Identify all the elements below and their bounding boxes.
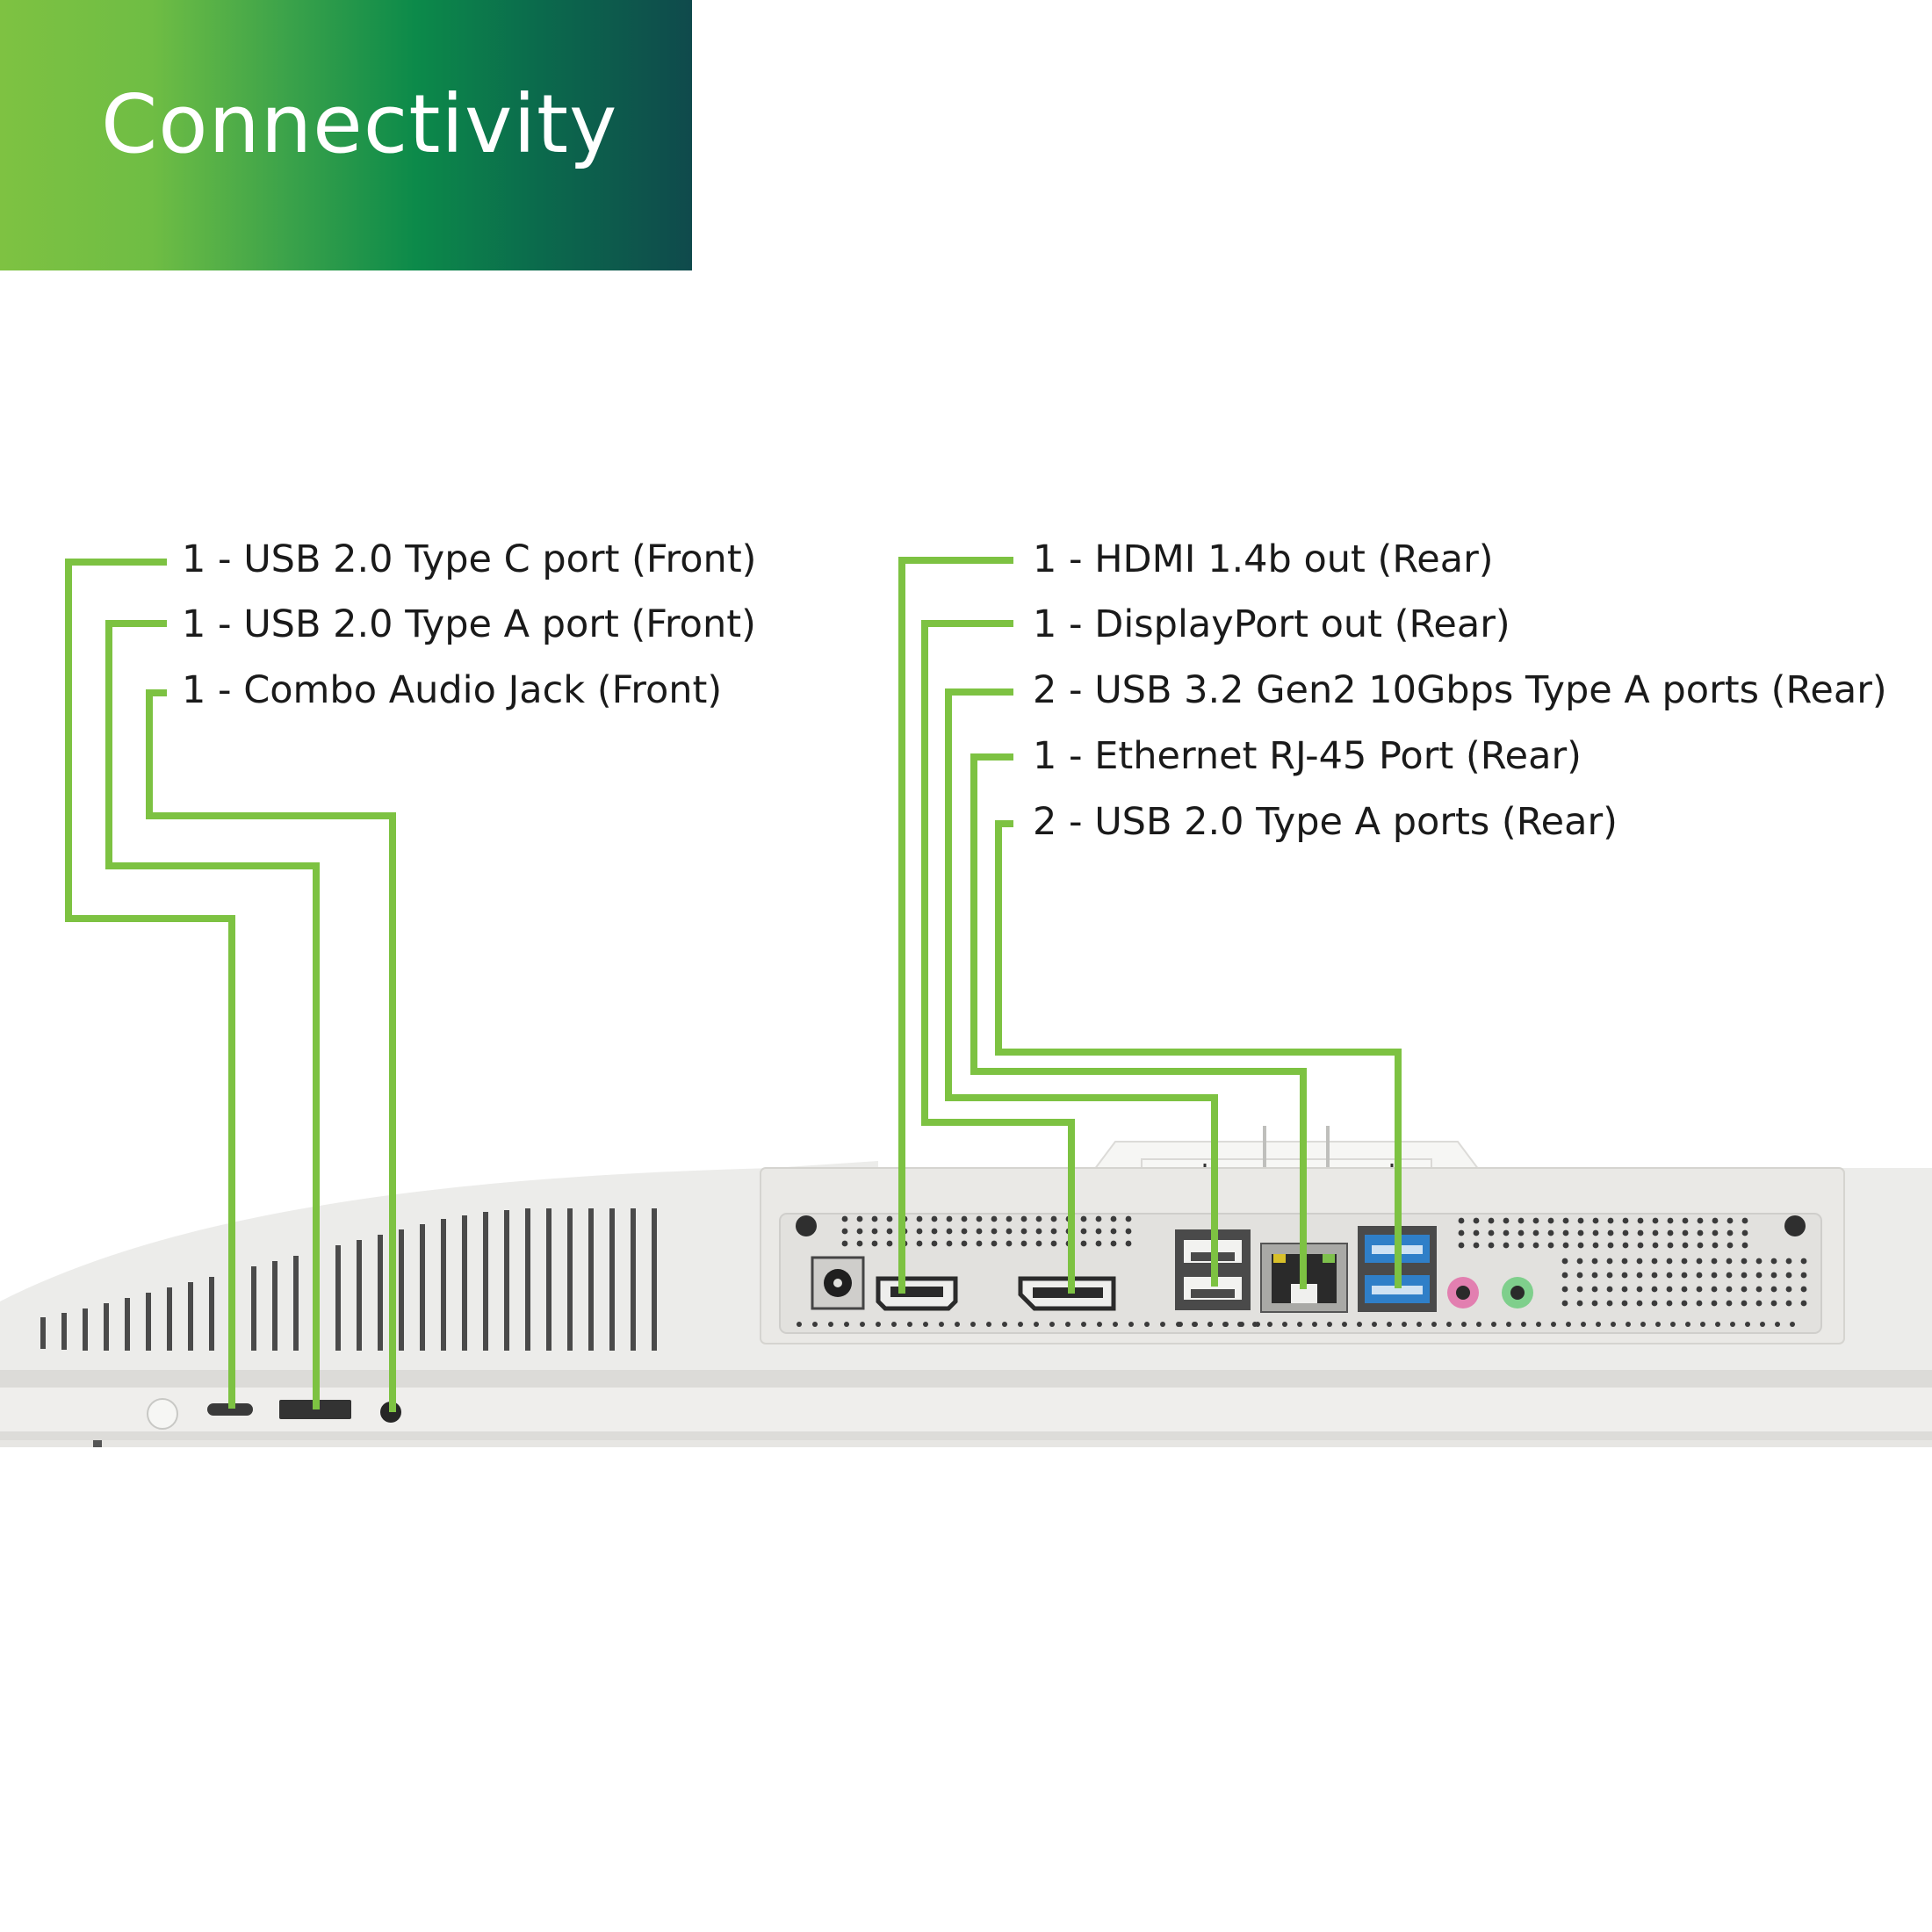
leader-usb3-rear (945, 688, 1218, 1287)
rear-label-hdmi: 1 - HDMI 1.4b out (Rear) (1033, 537, 1494, 581)
leader-hdmi-rear (898, 557, 1013, 1294)
grille-dots-top-right (1458, 1217, 1748, 1249)
leader-ethernet-rear (970, 753, 1307, 1289)
leader-lines (65, 557, 1402, 1412)
rear-label-displayport: 1 - DisplayPort out (Rear) (1033, 602, 1510, 646)
front-usb-c-port-icon (207, 1403, 253, 1416)
grille-dots-right (1561, 1258, 1807, 1307)
dc-in-port-icon (811, 1256, 865, 1310)
leader-usb-c-front (65, 559, 235, 1409)
front-label-usb-a: 1 - USB 2.0 Type A port (Front) (182, 602, 756, 646)
title-banner: Connectivity (0, 0, 692, 270)
leader-audio-front (146, 689, 396, 1412)
rear-label-usb2: 2 - USB 2.0 Type A ports (Rear) (1033, 800, 1618, 844)
front-label-usb-c: 1 - USB 2.0 Type C port (Front) (182, 537, 757, 581)
rear-label-usb3: 2 - USB 3.2 Gen2 10Gbps Type A ports (Re… (1033, 668, 1887, 712)
page-title: Connectivity (101, 77, 618, 171)
power-button-icon (147, 1398, 178, 1430)
leader-usb2-rear (995, 820, 1402, 1288)
rear-label-ethernet: 1 - Ethernet RJ-45 Port (Rear) (1033, 734, 1582, 778)
leader-displayport-rear (921, 620, 1075, 1294)
leader-usb-a-front (105, 620, 320, 1409)
grille-dots-bottom-right (1178, 1322, 1795, 1327)
front-label-audio: 1 - Combo Audio Jack (Front) (182, 668, 723, 712)
